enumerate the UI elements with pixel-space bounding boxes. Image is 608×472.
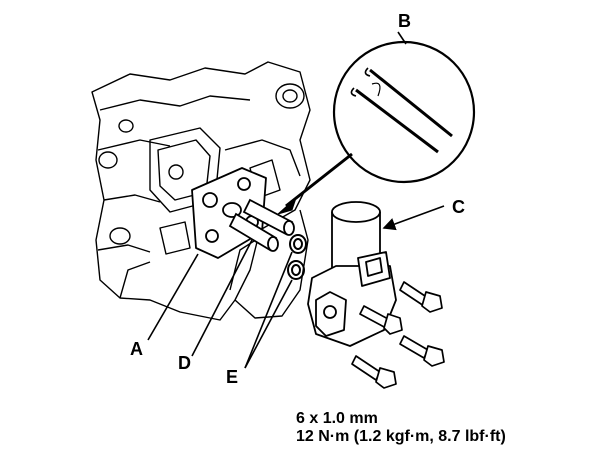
- callout-d: D: [178, 353, 191, 373]
- solenoid-valve-c: [307, 201, 397, 347]
- callout-c: C: [452, 197, 465, 217]
- detail-circle-b: [332, 40, 476, 184]
- callout-a: A: [130, 339, 143, 359]
- torque-value-label: 12 N·m (1.2 kgf·m, 8.7 lbf·ft): [296, 428, 506, 445]
- leader-lines: [147, 31, 445, 369]
- detail-pointer-arrow: [277, 152, 353, 215]
- callout-e: E: [226, 367, 239, 387]
- filter-d: [228, 198, 295, 252]
- o-rings-e: [287, 234, 307, 280]
- callout-b: B: [398, 11, 411, 31]
- bolts: [351, 281, 445, 389]
- torque-spec-block: 6 x 1.0 mm 12 N·m (1.2 kgf·m, 8.7 lbf·ft…: [296, 410, 506, 446]
- engine-block-illustration: [91, 61, 311, 321]
- bolt-size-label: 6 x 1.0 mm: [296, 410, 378, 427]
